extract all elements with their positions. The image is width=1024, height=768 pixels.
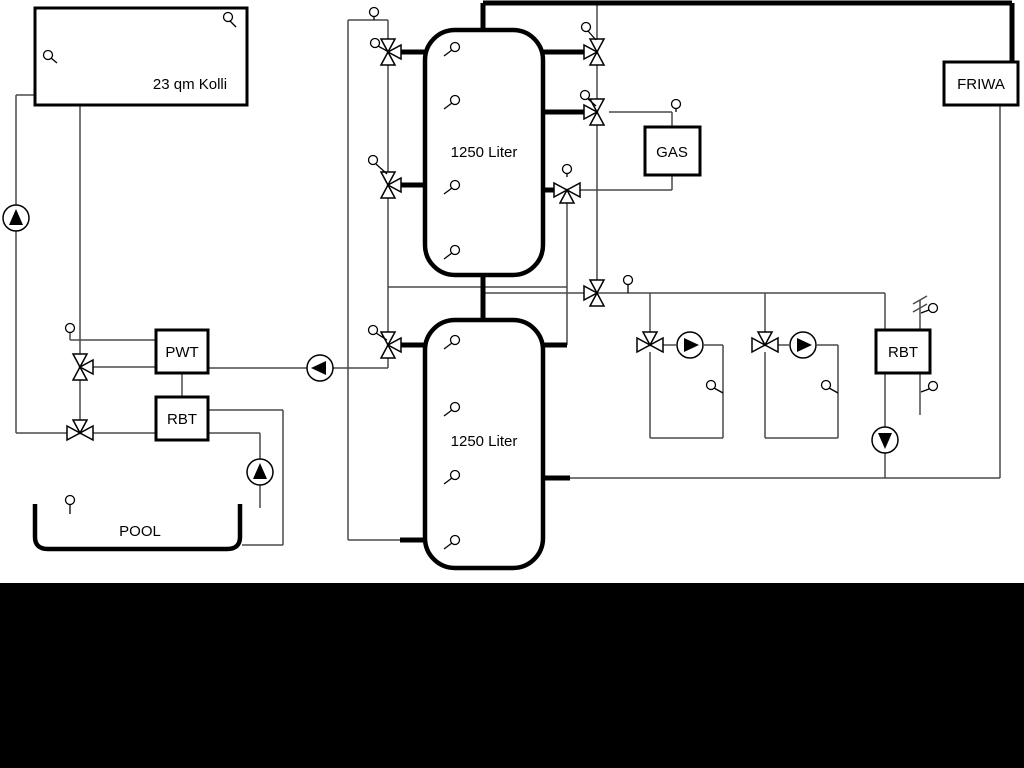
tank1-top-right-valve-icon — [583, 38, 606, 66]
heating-circuit-1-valve-icon — [636, 331, 664, 354]
solar-pump-icon — [2, 204, 30, 232]
temp-sensor-icon — [443, 41, 461, 57]
temp-sensor-icon — [42, 49, 58, 64]
tank2-top-left-valve-icon — [379, 331, 402, 359]
temp-sensor-icon — [222, 11, 237, 28]
pool-pump-icon — [246, 458, 274, 486]
temp-sensors — [42, 6, 939, 550]
rbt-circuit-pump-icon — [871, 426, 899, 454]
collector-label: 23 qm Kolli — [153, 76, 227, 93]
friwa-station-box — [942, 60, 1020, 107]
heating-circuit-2-valve-icon — [751, 331, 779, 354]
rbt-right-label: RBT — [888, 344, 918, 361]
temp-sensor-icon — [670, 98, 682, 112]
boiler-return-valve-icon — [553, 181, 581, 204]
temp-sensor-icon — [820, 379, 839, 394]
buffer-charge-pump-icon — [306, 354, 334, 382]
temp-sensor-icon — [579, 89, 597, 107]
temp-sensor-icon — [622, 274, 634, 293]
solar-collector-box — [33, 6, 249, 107]
buffer-tank-top — [422, 27, 546, 278]
rbt-left-label: RBT — [167, 411, 197, 428]
pipe-break-icon — [912, 295, 928, 313]
heating-circuit-2-pump-icon — [789, 331, 817, 359]
pool-basin — [32, 504, 243, 552]
temp-sensor-icon — [443, 469, 461, 485]
letterbox-bottom — [0, 583, 1024, 768]
distribution-valve-icon — [583, 279, 606, 307]
solar-rbt-valve-icon — [66, 419, 94, 442]
pwt-heat-exchanger-box — [154, 328, 210, 375]
heating-circuit-1-pump-icon — [676, 331, 704, 359]
tank-bottom-label: 1250 Liter — [451, 433, 518, 450]
rbt-right-heat-exchanger-box — [874, 328, 932, 375]
tank-top-label: 1250 Liter — [451, 144, 518, 161]
hydraulic-schematic: 23 qm Kolli 1250 Liter 1250 Liter PWT RB… — [0, 0, 1024, 583]
pool-label: POOL — [119, 523, 161, 540]
temp-sensor-icon — [367, 324, 388, 341]
temp-sensor-icon — [443, 244, 461, 260]
temp-sensor-icon — [64, 322, 76, 334]
temp-sensor-icon — [64, 494, 76, 514]
buffer-tank-bottom — [422, 317, 546, 571]
temp-sensor-icon — [443, 94, 461, 110]
temp-sensor-icon — [920, 302, 939, 314]
temp-sensor-icon — [368, 6, 380, 20]
pipes — [15, 3, 1001, 546]
temp-sensor-icon — [920, 380, 939, 393]
temp-sensor-icon — [443, 534, 461, 550]
friwa-label: FRIWA — [957, 76, 1005, 93]
gas-boiler-box — [643, 125, 702, 177]
temp-sensor-icon — [369, 37, 388, 52]
tank1-mid-left-valve-icon — [379, 171, 402, 199]
temp-sensor-icon — [443, 401, 461, 417]
pwt-label: PWT — [165, 344, 198, 361]
gas-label: GAS — [656, 144, 688, 161]
temp-sensor-icon — [561, 163, 573, 177]
temp-sensor-icon — [580, 21, 597, 41]
tank1-top-left-valve-icon — [379, 38, 402, 66]
temp-sensor-icon — [443, 179, 461, 195]
rbt-left-heat-exchanger-box — [154, 395, 210, 442]
main-pipes — [400, 0, 1015, 543]
temp-sensor-icon — [705, 379, 724, 394]
temp-sensor-icon — [443, 334, 461, 350]
solar-pwt-valve-icon — [71, 353, 94, 381]
boiler-flow-valve-icon — [583, 98, 606, 126]
temp-sensor-icon — [367, 154, 388, 175]
